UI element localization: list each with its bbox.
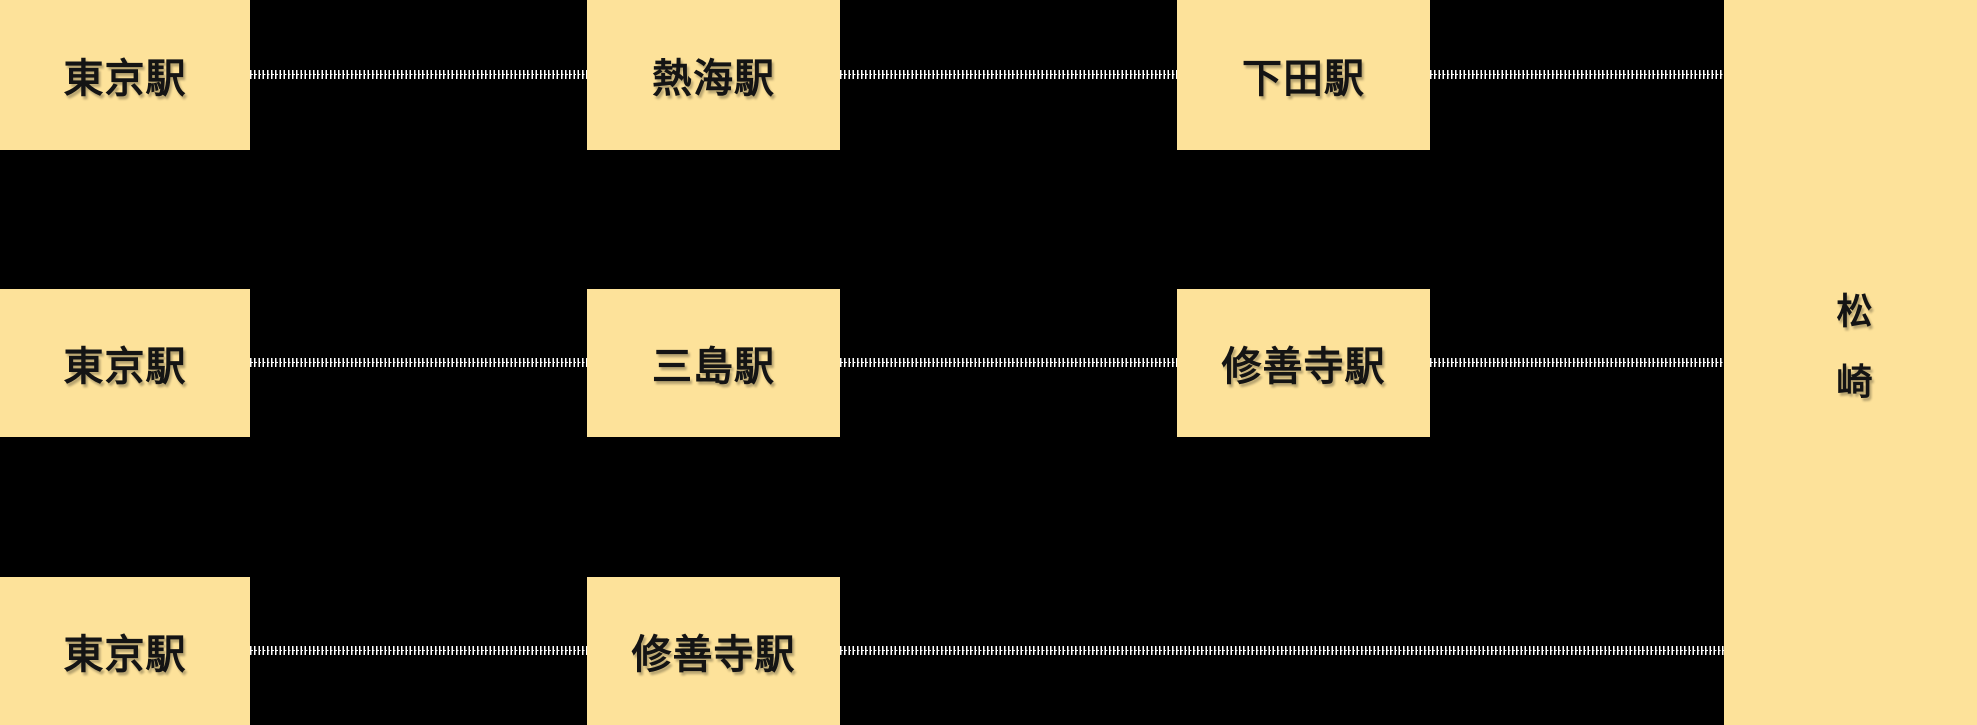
station-label: 三島駅 (652, 344, 775, 390)
station-label: 修善寺駅 (1221, 344, 1386, 390)
track-route1-segment2 (840, 70, 1177, 79)
destination-label: 松崎 (1830, 292, 1872, 433)
station-box-route1-shimoda: 下田駅 (1177, 0, 1430, 150)
station-label: 下田駅 (1242, 56, 1365, 102)
track-route1-segment1 (250, 70, 587, 79)
station-box-route1-atami: 熱海駅 (587, 0, 840, 150)
track-route3-segment1 (250, 646, 587, 655)
station-label: 修善寺駅 (631, 632, 796, 678)
track-route2-segment3 (1430, 358, 1724, 367)
station-box-route3-tokyo: 東京駅 (0, 577, 250, 725)
station-box-route2-shuzenji: 修善寺駅 (1177, 289, 1430, 437)
track-route3-segment2 (840, 646, 1724, 655)
station-label: 東京駅 (63, 344, 187, 390)
track-route1-segment3 (1430, 70, 1724, 79)
station-box-route2-mishima: 三島駅 (587, 289, 840, 437)
destination-box-matsuzaki: 松崎 (1724, 0, 1977, 725)
station-box-route2-tokyo: 東京駅 (0, 289, 250, 437)
track-route2-segment1 (250, 358, 587, 367)
station-label: 東京駅 (63, 56, 187, 102)
station-box-route3-shuzenji: 修善寺駅 (587, 577, 840, 725)
station-label: 東京駅 (63, 632, 187, 678)
station-label: 熱海駅 (652, 56, 775, 102)
station-box-route1-tokyo: 東京駅 (0, 0, 250, 150)
track-route2-segment2 (840, 358, 1177, 367)
